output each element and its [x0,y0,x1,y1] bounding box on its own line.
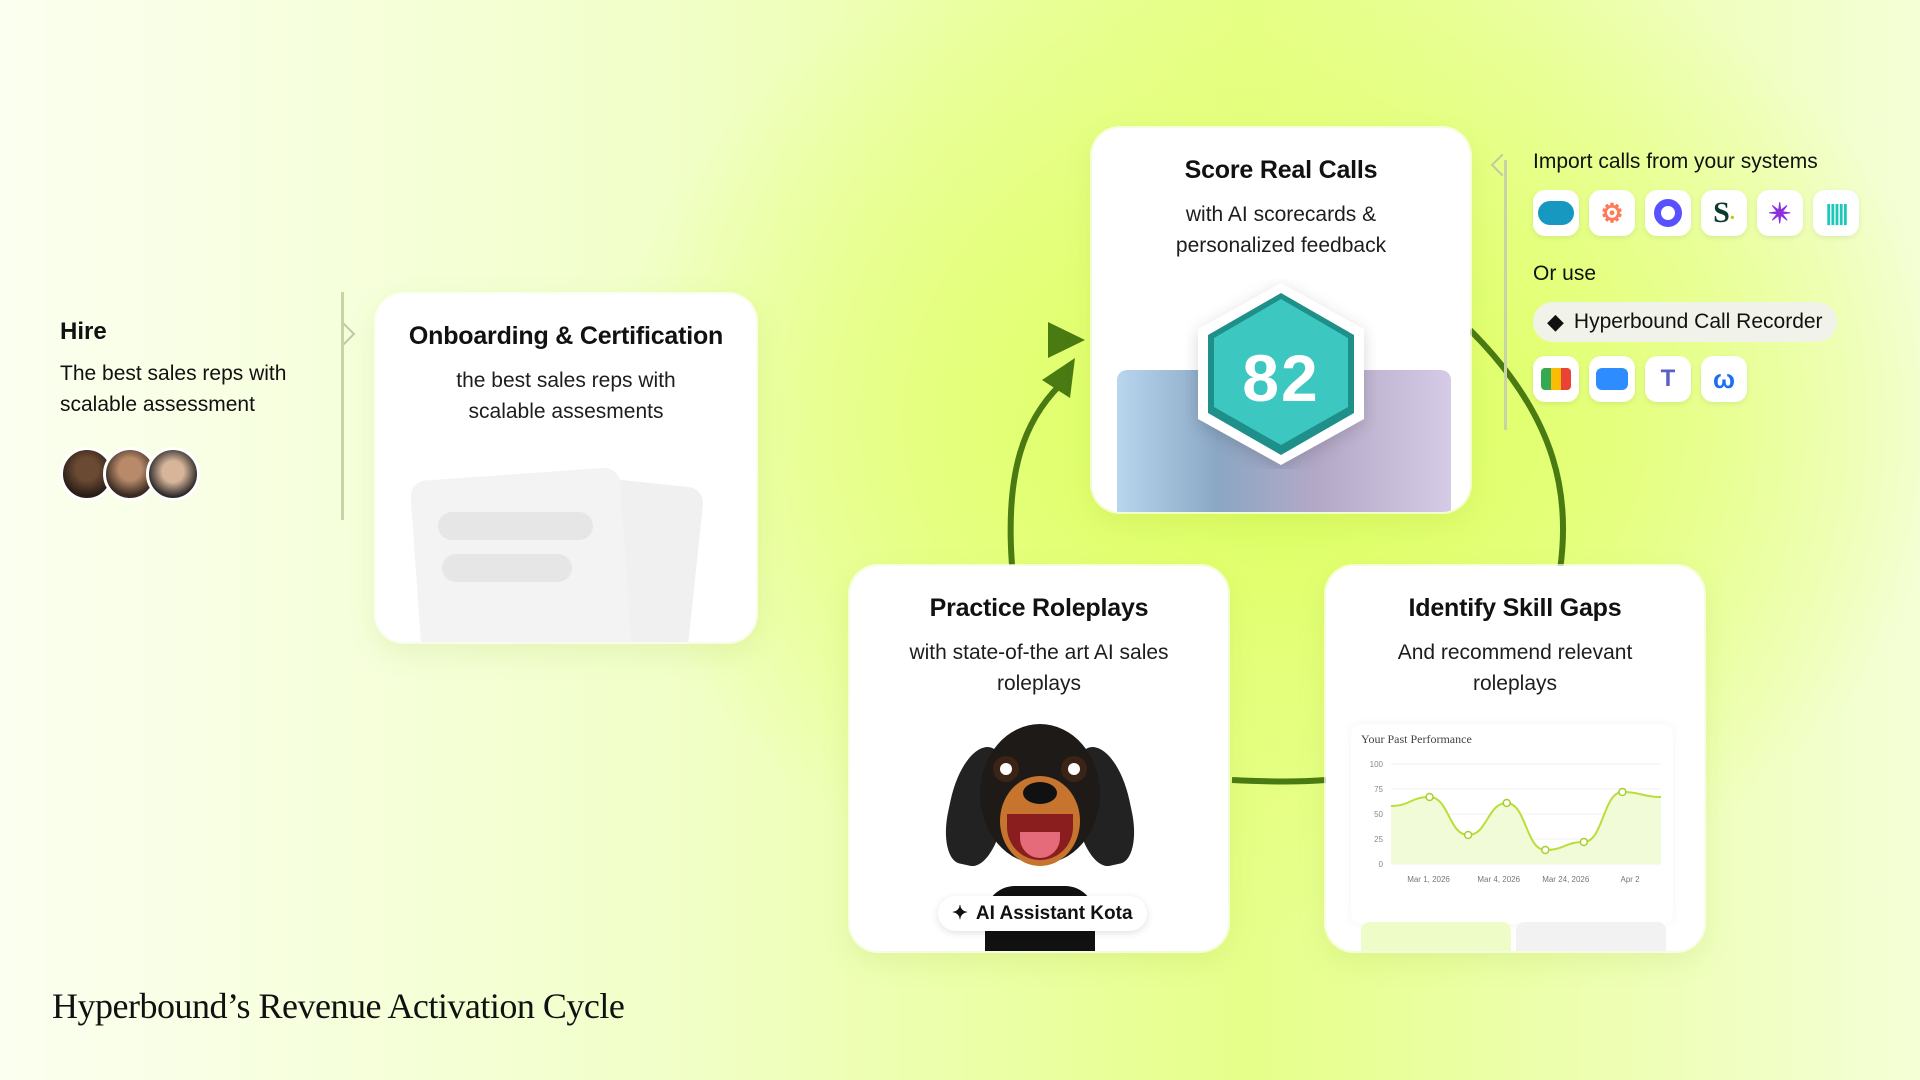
skill-gaps-text: And recommend relevant roleplays [1326,637,1704,699]
cycle-arc-bottom [1232,780,1326,782]
call-recorder-button[interactable]: ◆ Hyperbound Call Recorder [1533,302,1837,342]
avatar [146,447,200,501]
page-title: Hyperbound’s Revenue Activation Cycle [52,985,624,1027]
y-tick-label: 100 [1370,760,1384,769]
roleplay-card[interactable]: Practice Roleplays with state-of-the art… [850,566,1228,951]
hubspot-icon[interactable]: ⚙ [1589,190,1635,236]
hire-heading: Hire [60,318,330,346]
chart-title: Your Past Performance [1361,732,1472,747]
gong-icon[interactable]: ✴ [1757,190,1803,236]
y-tick-label: 0 [1379,860,1384,869]
chorus-icon[interactable]: ||||| [1813,190,1859,236]
hire-section: Hire The best sales reps with scalable a… [60,318,330,420]
skill-gaps-heading: Identify Skill Gaps [1326,594,1704,623]
x-tick-label: Mar 1, 2026 [1407,875,1450,884]
divider [1504,160,1507,430]
call-recorder-label: Hyperbound Call Recorder [1574,310,1823,334]
ai-assistant-badge: ✦ AI Assistant Kota [938,896,1147,931]
salesloft-icon[interactable]: S. [1701,190,1747,236]
ai-assistant-label: AI Assistant Kota [976,903,1133,925]
skill-gaps-card[interactable]: Identify Skill Gaps And recommend releva… [1326,566,1704,951]
onboarding-heading: Onboarding & Certification [376,322,756,351]
y-tick-label: 50 [1374,810,1383,819]
score-value: 82 [1186,340,1376,416]
outreach-icon[interactable] [1645,190,1691,236]
google-meet-icon[interactable] [1533,356,1579,402]
data-point [1580,839,1587,846]
x-tick-label: Mar 4, 2026 [1477,875,1520,884]
score-heading: Score Real Calls [1092,156,1470,185]
document-illustration [416,454,716,642]
data-point [1465,832,1472,839]
score-card[interactable]: Score Real Calls with AI scorecards & pe… [1092,128,1470,512]
score-text: with AI scorecards & personalized feedba… [1092,199,1470,261]
roleplay-heading: Practice Roleplays [850,594,1228,623]
data-point [1619,789,1626,796]
y-tick-label: 25 [1374,835,1383,844]
salesforce-icon[interactable] [1533,190,1579,236]
onboarding-text: the best sales reps with scalable assesm… [376,365,756,427]
data-point [1503,800,1510,807]
zoom-icon[interactable] [1589,356,1635,402]
data-point [1542,847,1549,854]
imports-heading: Import calls from your systems [1533,150,1818,174]
x-tick-label: Mar 24, 2026 [1542,875,1590,884]
sparkle-icon: ✦ [952,902,968,925]
hire-text: The best sales reps with scalable assess… [60,358,330,420]
teams-icon[interactable]: T [1645,356,1691,402]
cycle-arc-left [1011,385,1060,565]
chart-tab[interactable] [1516,922,1666,951]
webex-icon[interactable]: ω [1701,356,1747,402]
onboarding-card[interactable]: Onboarding & Certification the best sale… [376,294,756,642]
or-use-label: Or use [1533,262,1596,286]
roleplay-text: with state-of-the art AI sales roleplays [850,637,1228,699]
y-tick-label: 75 [1374,785,1383,794]
x-tick-label: Apr 2 [1621,875,1641,884]
data-point [1426,794,1433,801]
hyperbound-logo-icon: ◆ [1547,309,1564,335]
chart-tab-active[interactable] [1361,922,1511,951]
